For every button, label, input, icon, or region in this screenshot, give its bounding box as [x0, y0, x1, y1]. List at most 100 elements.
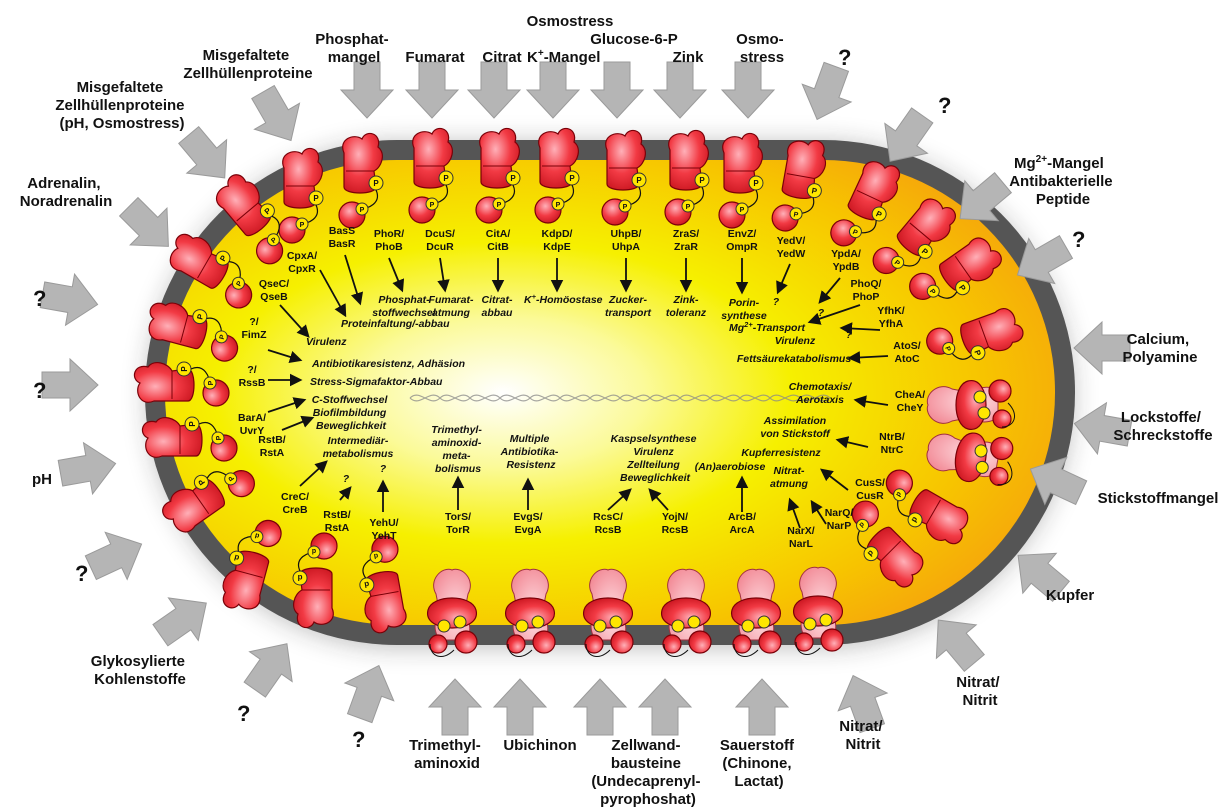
stimulus-arrow-shape	[80, 520, 153, 591]
response-regulator	[429, 635, 447, 653]
kinase-domain	[662, 598, 711, 628]
response-regulator	[663, 635, 681, 653]
system-yehu: YehU/YehT	[369, 517, 398, 542]
phosphate-marker	[438, 620, 450, 632]
stimulus-arrow	[429, 679, 481, 735]
stimulus-glycosylated: Glykosylierte Kohlenstoffe	[91, 653, 189, 688]
stimulus-arrow-shape	[335, 657, 403, 727]
stimulus-nitrate-bottom: Nitrat/ Nitrit	[839, 718, 887, 753]
response-magnesium: Mg2+-Transport	[729, 320, 806, 334]
response-nitrogen: Assimilationvon Stickstoff	[760, 415, 831, 440]
phosphate-marker	[594, 620, 606, 632]
stimulus-ubiquinone: Ubichinon	[503, 737, 576, 754]
phosphate-label: P	[373, 179, 379, 188]
phosphate-marker	[516, 620, 528, 632]
stimulus-osmostress-2: Osmo- stress	[736, 31, 788, 66]
stimulus-arrow-shape	[574, 679, 626, 735]
system-zras: ZraS/ZraR	[673, 228, 699, 253]
stimulus-nitrate-right: Nitrat/ Nitrit	[956, 674, 1004, 709]
phosphate-label: P	[313, 194, 319, 203]
response-regulator	[533, 631, 555, 653]
kinase-domain	[506, 598, 555, 628]
stimulus-arrow	[56, 438, 120, 499]
phosphate-marker	[804, 618, 816, 630]
stimulus-arrow	[406, 62, 458, 118]
stimulus-arrow-shape	[722, 62, 774, 118]
response-virulence-left: Virulenz	[306, 336, 347, 348]
phosphate-label: P	[699, 176, 705, 185]
phosphate-label: P	[360, 207, 365, 214]
response-unknown-yehu: ?	[380, 463, 387, 475]
stimulus-citrate: Citrat	[482, 49, 521, 66]
system-dcus: DcuS/DcuR	[425, 228, 455, 253]
kinase-domain	[584, 598, 633, 628]
unknown-stimulus-6: ?	[838, 45, 851, 70]
system-cita: CitA/CitB	[486, 228, 511, 253]
response-antibiotic: Multiple Antibiotika- Resistenz	[500, 433, 562, 471]
stimulus-antibacterial: Antibakterielle Peptide	[1009, 173, 1117, 208]
stimulus-fumarate: Fumarat	[405, 49, 464, 66]
system-chea: CheA/CheY	[895, 389, 925, 414]
response-regulator	[759, 631, 781, 653]
phosphate-label: P	[188, 421, 197, 427]
phosphate-label: P	[636, 176, 642, 185]
stimulus-arrow	[80, 520, 153, 591]
system-atos: AtoS/AtoC	[893, 340, 920, 365]
response-adhesion: Antibiotikaresistenz, Adhäsion	[311, 358, 465, 370]
system-qsec: QseC/QseB	[259, 278, 289, 303]
stimulus-arrow	[1074, 322, 1130, 374]
stimulus-envelope: Misgefaltete Zellhüllenproteine	[183, 47, 312, 82]
stimulus-arrow-shape	[240, 79, 313, 153]
response-unknown-yedv: ?	[773, 296, 780, 308]
response-carbon: C-Stoffwechsel Biofilmbildung Beweglichk…	[312, 394, 391, 432]
system-bara: BarA/UvrY	[238, 412, 266, 437]
response-intermediary: Intermediär-metabolismus	[323, 435, 394, 460]
response-regulator	[821, 629, 843, 651]
phosphate-label: P	[740, 207, 745, 214]
phosphate-marker	[688, 616, 700, 628]
stimulus-tmao: Trimethyl- aminoxid	[409, 737, 485, 772]
stimulus-arrow-shape	[591, 62, 643, 118]
response-sugar: Zucker-transport	[605, 294, 652, 319]
phosphate-marker	[672, 620, 684, 632]
stimulus-envelope-ph: Misgefaltete Zellhüllenproteine (pH, Osm…	[55, 79, 188, 132]
response-virulence-right: Virulenz	[775, 335, 816, 347]
response-regulator	[733, 635, 751, 653]
phosphate-label: P	[623, 204, 628, 211]
system-crec: CreC/CreB	[281, 491, 309, 516]
stimulus-arrow-shape	[406, 62, 458, 118]
kinase-domain	[428, 598, 477, 628]
phosphate-label: P	[208, 380, 215, 385]
response-unknown-yfhk: ?	[846, 329, 853, 341]
system-ntrb: NtrB/NtrC	[879, 431, 905, 456]
phosphate-label: d	[312, 547, 316, 554]
response-protein-folding: Proteinfaltung/-abbau	[341, 318, 450, 330]
response-fatty-acid: Fettsäurekatabolismus	[737, 353, 852, 365]
stimulus-arrow-shape	[341, 62, 393, 118]
stimulus-arrow-shape	[527, 62, 579, 118]
response-unknown-ypda: ?	[818, 307, 825, 319]
response-anaerobic: (An)aerobiose	[695, 461, 766, 473]
stimulus-cellwall: Zellwand- bausteine (Undecaprenyl- pyrop…	[591, 737, 704, 808]
stimulus-arrow	[574, 679, 626, 735]
stimulus-copper: Kupfer	[1046, 587, 1094, 604]
phosphate-marker	[610, 616, 622, 628]
phosphate-label: P	[510, 174, 516, 183]
phosphate-marker	[820, 614, 832, 626]
phosphate-marker	[978, 407, 990, 419]
system-rcsc: RcsC/RcsB	[593, 511, 623, 536]
system-cuss: CusS/CusR	[855, 477, 885, 502]
phosphate-label: P	[443, 174, 449, 183]
system-rstb-left: RstB/RstA	[258, 434, 286, 459]
system-yfhk: YfhK/YfhA	[877, 305, 904, 330]
stimulus-oxygen: Sauerstoff (Chinone, Lactat)	[720, 737, 798, 790]
response-nitrate: Nitrat-atmung	[770, 465, 809, 490]
stimulus-arrow	[639, 679, 691, 735]
phosphate-label: P	[686, 204, 691, 211]
system-tors: TorS/TorR	[445, 511, 471, 536]
system-narx: NarX/NarL	[787, 525, 815, 550]
phosphate-marker	[454, 616, 466, 628]
system-evgs: EvgS/EvgA	[513, 511, 542, 536]
